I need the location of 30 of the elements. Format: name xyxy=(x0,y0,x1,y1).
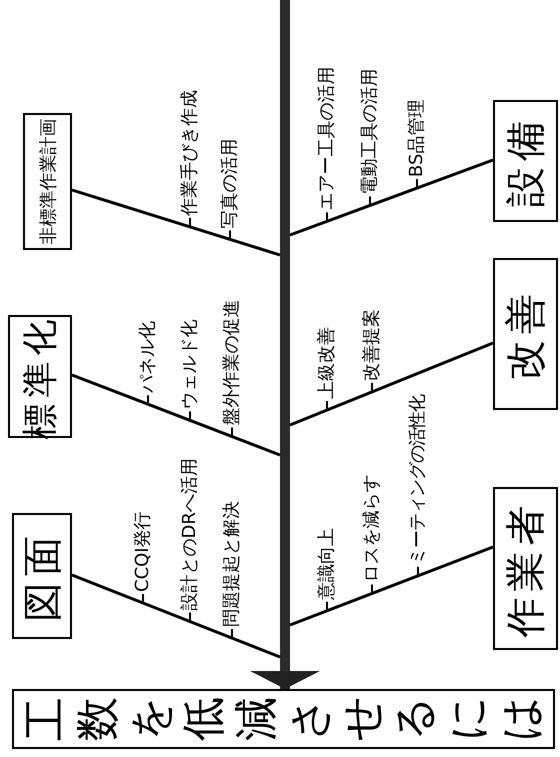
cause-box: 図面 xyxy=(12,513,72,639)
branch-line xyxy=(71,574,281,658)
cause-label: 写真の活用 xyxy=(219,138,241,228)
cause-box: 改善 xyxy=(493,258,558,410)
cause-label: 設計とのDRへ活用 xyxy=(179,458,201,611)
spine-arrow xyxy=(250,0,320,689)
branch-line xyxy=(289,342,494,426)
cause-label: BS品管理 xyxy=(406,100,428,178)
branch-line xyxy=(289,546,494,626)
cause-label: 作業手びき作成 xyxy=(179,90,201,216)
cause-label: 上級改善 xyxy=(316,327,338,400)
cause-label: 改善提案 xyxy=(361,308,383,381)
cause-box: 非標準作業計画 xyxy=(23,113,72,250)
cause-label: 電動工具の活用 xyxy=(359,68,381,194)
branch-line xyxy=(71,374,281,456)
cause-label: 問題提起と解決 xyxy=(221,501,243,628)
cause-label: CCQI発行 xyxy=(132,511,154,592)
cause-label: ミーティングの活性化 xyxy=(407,394,429,565)
branch-line xyxy=(72,188,280,256)
cause-label: 意識向上 xyxy=(316,528,338,600)
cause-label: ロスを減らす xyxy=(361,474,383,582)
effect-box: 工数を低減させるには xyxy=(12,689,555,749)
cause-label: 盤外作業の促進 xyxy=(221,300,243,426)
cause-label: ウェルド化 xyxy=(179,319,201,410)
cause-box: 作業者 xyxy=(493,487,558,650)
cause-label: パネル化 xyxy=(137,321,159,394)
cause-label: エアー工具の活用 xyxy=(316,66,338,210)
cause-box: 設備 xyxy=(493,100,558,222)
branch-line xyxy=(289,158,494,236)
cause-box: 標準化 xyxy=(8,315,72,438)
